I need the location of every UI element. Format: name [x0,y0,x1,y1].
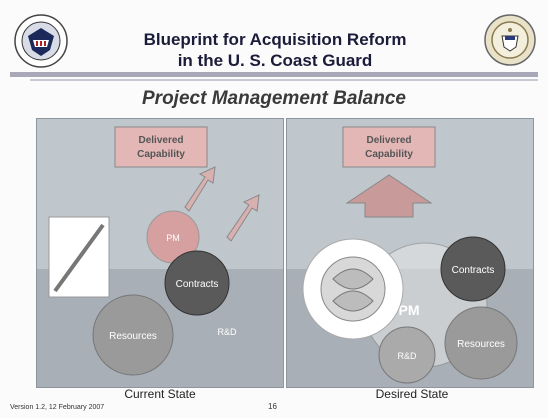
capability-box [342,126,436,168]
rnd-label: R&D [397,351,417,361]
capability-text-1: Delivered [138,135,183,146]
resources-circle [92,294,174,376]
header-title: Blueprint for Acquisition Reform in the … [110,29,440,71]
capability-text-2: Capability [137,149,185,160]
version-footer: Version 1.2, 12 February 2007 [10,404,105,411]
current-state-caption: Current State [124,387,196,401]
dhs-seal-icon [14,14,68,68]
rnd-label: R&D [217,327,237,337]
current-state-panel: Delivered Capability PM Contracts Resour… [36,118,284,388]
capability-text-2: Capability [365,149,413,160]
arrow-up-right-2 [226,194,260,242]
contracts-label: Contracts [452,265,495,276]
resources-label: Resources [109,331,157,342]
rnd-circle [378,326,436,384]
header-rule-thin [30,79,538,81]
contracts-circle [440,236,506,302]
chart-line [53,223,105,293]
contracts-circle [164,250,230,316]
resources-label: Resources [457,339,505,350]
arrow-up-right-1 [184,166,216,212]
resources-circle [444,306,518,380]
pm-label: PM [399,302,420,318]
seal-emblem-2 [332,290,374,312]
coast-guard-seal-icon [484,14,536,66]
seal-emblem [332,268,374,290]
current-state-diagram: Delivered Capability PM Contracts Resour… [37,126,283,387]
header-title-line2: in the U. S. Coast Guard [177,51,373,70]
arrow-up [345,174,433,218]
desired-state-caption: Desired State [375,387,449,401]
pm-label: PM [166,233,180,243]
capability-text-1: Delivered [366,135,411,146]
slide-subtitle: Project Management Balance [142,88,406,109]
header-title-line1: Blueprint for Acquisition Reform [143,30,407,49]
desired-state-diagram: Delivered Capability PM Contracts R&D Re… [287,126,533,387]
header-rule [10,72,538,77]
desired-state-panel: Delivered Capability PM Contracts R&D Re… [286,118,534,388]
page-number: 16 [268,402,277,411]
contracts-label: Contracts [176,279,219,290]
capability-box [114,126,208,168]
